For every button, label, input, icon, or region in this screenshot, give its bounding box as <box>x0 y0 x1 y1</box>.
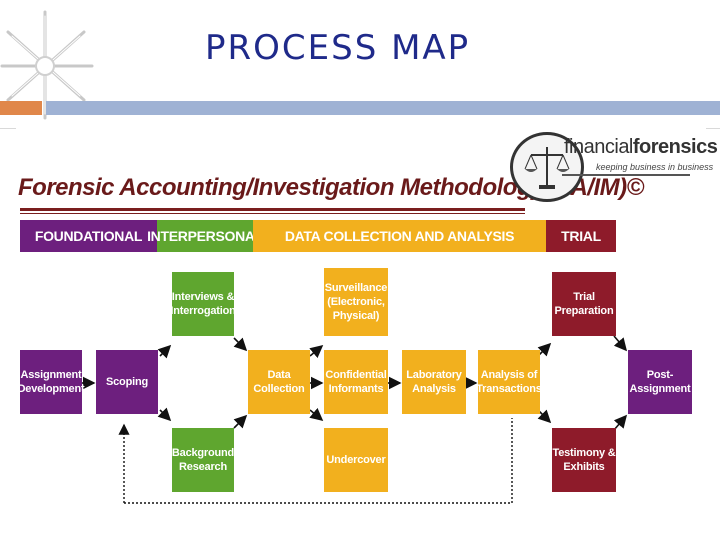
starburst-icon <box>0 10 94 120</box>
step-laboratory-analysis: Laboratory Analysis <box>402 350 466 414</box>
logo-tagline: keeping business in business <box>596 162 714 172</box>
step-testimony-exhibits: Testimony & Exhibits <box>552 428 616 492</box>
step-confidential-informants: Confidential Informants <box>324 350 388 414</box>
step-analysis-of-transactions: Analysis of Transactions <box>476 350 542 414</box>
step-assignment-development: Assignment Development <box>18 350 85 414</box>
scales-of-justice-icon <box>510 132 584 202</box>
phase-foundational: FOUNDATIONAL <box>20 220 157 252</box>
phase-data-collection-analysis: DATA COLLECTION AND ANALYSIS <box>253 220 546 252</box>
accent-bar-blue <box>46 101 720 115</box>
phase-interpersonal: INTERPERSONAL <box>147 220 263 252</box>
logo-underline <box>562 174 690 176</box>
logo-brand: financialforensics <box>564 136 718 159</box>
logo-brand-light: financial <box>564 136 633 158</box>
phase-trial: TRIAL <box>546 220 616 252</box>
accent-bar-orange <box>0 101 42 115</box>
step-trial-preparation: Trial Preparation <box>552 272 616 336</box>
step-interviews-interrogation: Interviews & Interrogation <box>170 272 236 336</box>
title-rule <box>20 208 525 211</box>
title-rule <box>20 213 525 214</box>
step-undercover: Undercover <box>324 428 388 492</box>
flow-connectors <box>82 335 628 504</box>
step-data-collection: Data Collection <box>248 350 310 414</box>
step-scoping: Scoping <box>96 350 158 414</box>
methodology-figure: Forensic Accounting/Investigation Method… <box>16 128 718 513</box>
logo-brand-bold: forensics <box>632 136 718 158</box>
step-surveillance: Surveillance (Electronic, Physical) <box>324 268 388 336</box>
step-post-assignment: Post-Assignment <box>628 350 692 414</box>
step-background-research: Background Research <box>172 428 234 492</box>
slide-title: PROCESS MAP <box>205 28 471 68</box>
